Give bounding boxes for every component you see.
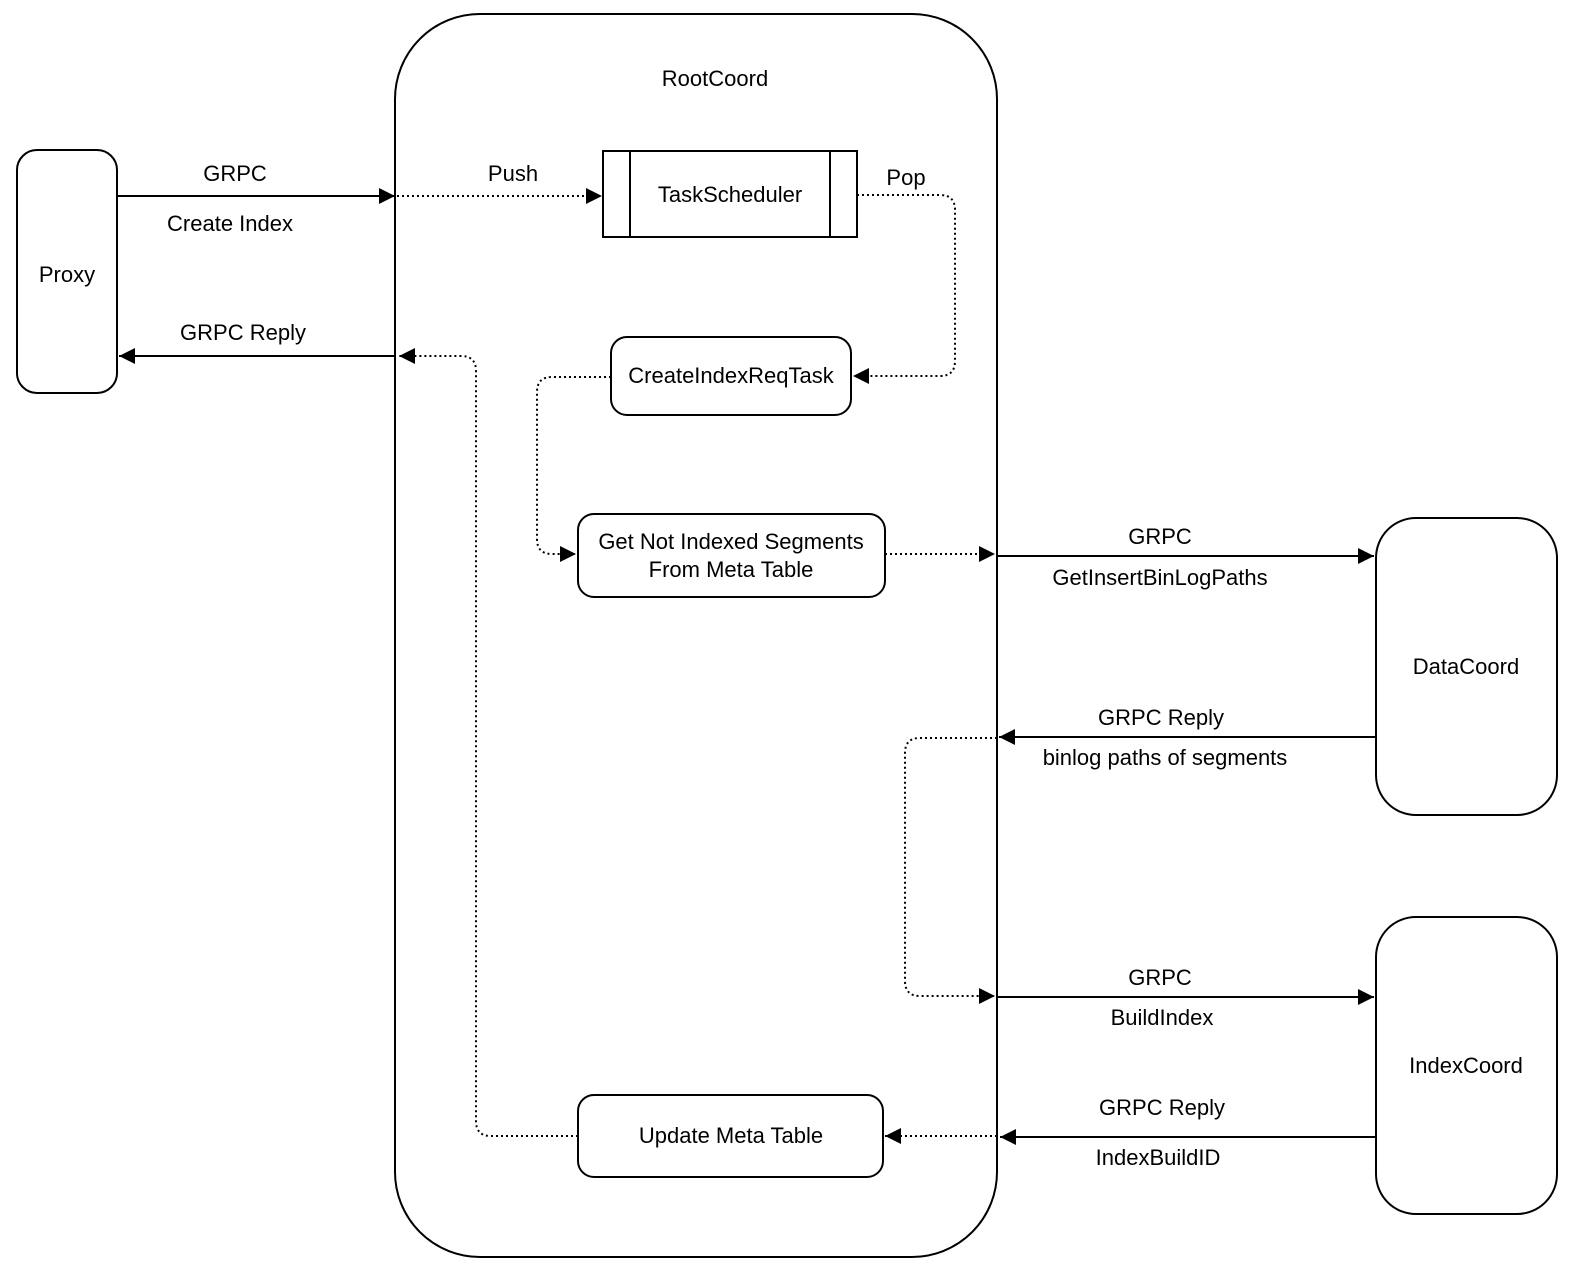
connector-update-meta-to-reply-line — [399, 348, 578, 1137]
update-meta-table-label: Update Meta Table — [639, 1123, 823, 1148]
connector-reply-u-turn-line — [904, 737, 997, 1004]
edge-reply-to-proxy: GRPC Reply — [119, 320, 395, 364]
edge-push: Push — [397, 161, 602, 204]
edge-binlog-paths-reply-method-label: binlog paths of segments — [1043, 745, 1288, 770]
edge-create-index-protocol-label: GRPC — [203, 161, 267, 186]
edge-push-label: Push — [488, 161, 538, 186]
index-coord-node: IndexCoord — [1375, 916, 1558, 1215]
task-scheduler-node: TaskScheduler — [602, 150, 858, 238]
connector-create-task-to-get-segments-line — [536, 376, 611, 562]
edge-build-index-protocol-label: GRPC — [1128, 965, 1192, 990]
edge-pop: Pop — [853, 165, 956, 384]
edge-pop-line — [853, 194, 956, 384]
edge-get-insert-binlog-paths-protocol-label: GRPC — [1128, 524, 1192, 549]
task-scheduler-label: TaskScheduler — [658, 182, 802, 207]
edge-build-index: GRPC BuildIndex — [997, 965, 1374, 1030]
proxy-node: Proxy — [16, 149, 118, 394]
connector-reply-u-turn — [904, 737, 997, 1004]
get-not-indexed-segments-box — [577, 513, 886, 598]
get-not-indexed-segments-node: Get Not Indexed Segments From Meta Table — [577, 513, 886, 598]
rootcoord-label: RootCoord — [662, 66, 768, 91]
get-not-indexed-segments-label-line1: Get Not Indexed Segments — [598, 529, 863, 554]
get-not-indexed-segments-label-line2: From Meta Table — [649, 557, 814, 582]
update-meta-table-node: Update Meta Table — [577, 1094, 884, 1178]
proxy-box — [16, 149, 118, 394]
edge-binlog-paths-reply-protocol-label: GRPC Reply — [1098, 705, 1224, 730]
index-coord-box — [1375, 916, 1558, 1215]
edge-pop-label: Pop — [886, 165, 925, 190]
create-index-req-task-label: CreateIndexReqTask — [628, 363, 834, 388]
rootcoord-boundary — [394, 13, 998, 1258]
edge-binlog-paths-reply: GRPC Reply binlog paths of segments — [999, 705, 1376, 770]
index-coord-label: IndexCoord — [1409, 1053, 1523, 1078]
data-coord-label: DataCoord — [1413, 654, 1519, 679]
data-coord-node: DataCoord — [1375, 517, 1558, 816]
edge-index-build-id-reply-method-label: IndexBuildID — [1096, 1145, 1221, 1170]
create-index-req-task-node: CreateIndexReqTask — [610, 336, 852, 416]
edge-create-index-method-label: Create Index — [167, 211, 293, 236]
edge-index-build-id-reply: GRPC Reply IndexBuildID — [1000, 1095, 1376, 1170]
connector-create-task-to-get-segments — [536, 376, 611, 562]
edge-build-index-method-label: BuildIndex — [1111, 1005, 1214, 1030]
edge-reply-to-proxy-label: GRPC Reply — [180, 320, 306, 345]
edge-index-build-id-reply-protocol-label: GRPC Reply — [1099, 1095, 1225, 1120]
rootcoord-container: RootCoord — [394, 13, 998, 1258]
data-coord-box — [1375, 517, 1558, 816]
connector-update-meta-to-reply — [399, 348, 578, 1137]
edge-create-index: GRPC Create Index — [117, 161, 395, 236]
edge-get-insert-binlog-paths: GRPC GetInsertBinLogPaths — [997, 524, 1374, 590]
proxy-label: Proxy — [39, 262, 95, 287]
edge-get-insert-binlog-paths-method-label: GetInsertBinLogPaths — [1052, 565, 1267, 590]
